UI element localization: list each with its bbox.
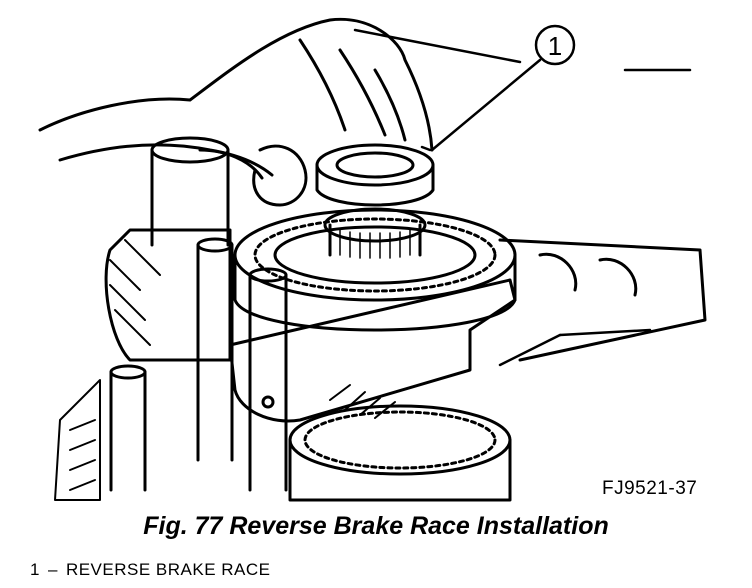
figure-id: FJ9521-37	[602, 478, 698, 499]
holding-fixture	[228, 278, 517, 423]
callout-number-1: 1	[548, 31, 562, 61]
lower-gear	[288, 384, 512, 502]
lower-housing	[54, 379, 101, 501]
legend: 1–REVERSE BRAKE RACE	[30, 560, 279, 580]
case-flange	[498, 238, 707, 362]
transmission-illustration: 1	[38, 17, 707, 502]
shaft-cylinder	[150, 136, 230, 247]
callout-circle-1	[534, 24, 576, 66]
alignment-pins	[109, 237, 288, 492]
legend-label: REVERSE BRAKE RACE	[65, 560, 271, 579]
callout-leaders	[353, 28, 692, 367]
legend-number: 1	[30, 560, 40, 579]
helical-gear	[104, 228, 232, 362]
reverse-brake-race	[315, 143, 435, 259]
figure-caption: Fig. 77 Reverse Brake Race Installation	[143, 512, 609, 540]
legend-dash: –	[47, 560, 58, 579]
gear-assembly	[233, 208, 517, 332]
hand-illustration	[38, 17, 434, 207]
